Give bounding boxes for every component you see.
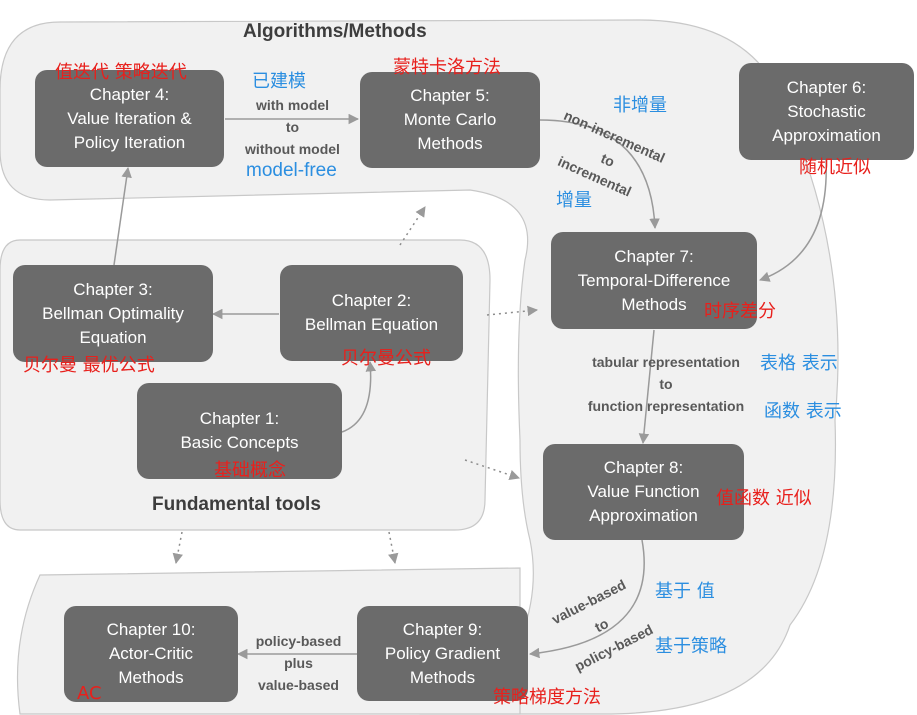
chapter-7-line1: Chapter 7:	[614, 246, 694, 266]
chapter-8-line3: Approximation	[589, 506, 698, 525]
algorithms-methods-title: Algorithms/Methods	[243, 21, 427, 42]
chapter-4-cn-note: 值迭代 策略迭代	[55, 62, 187, 83]
chapter-7-box[interactable]: Chapter 7: Temporal-Difference Methods	[551, 232, 757, 329]
chapter-9-cn-note: 策略梯度方法	[493, 687, 601, 708]
chapter-5-line2: Monte Carlo	[403, 110, 497, 129]
policy-value-edge-cn-bottom: 基于策略	[655, 636, 727, 657]
chapter-2-line2: Bellman Equation	[304, 315, 439, 334]
chapter-4-line3: Policy Iteration	[73, 132, 186, 152]
chapter-6-line3: Approximation	[772, 125, 881, 145]
representation-edge-cn-bottom: 函数 表示	[764, 401, 842, 422]
chapter-2-box[interactable]: Chapter 2: Bellman Equation	[280, 265, 463, 361]
chapter-7-line2: Temporal-Difference	[577, 270, 731, 290]
chapter-3-line3: Equation	[79, 327, 147, 347]
chapter-5-line3: Methods	[417, 134, 483, 153]
chapter-2-cn-note: 贝尔曼公式	[341, 348, 431, 369]
chapter-10-line2: Actor-Critic	[108, 644, 194, 663]
representation-edge-line3: function representation	[587, 398, 745, 414]
chapter-10-cn-note: AC	[77, 683, 102, 704]
chapter-1-cn-note: 基础概念	[214, 460, 286, 481]
chapter-1-line2: Basic Concepts	[180, 433, 299, 452]
model-edge-cn-note: 已建模	[252, 71, 306, 92]
incremental-edge-cn-top: 非增量	[613, 95, 667, 116]
chapter-9-box[interactable]: Chapter 9: Policy Gradient Methods	[357, 606, 528, 701]
chapter-10-box[interactable]: Chapter 10: Actor-Critic Methods	[64, 606, 238, 702]
chapter-8-line2: Value Function	[587, 482, 700, 501]
chapter-7-line3: Methods	[621, 294, 687, 314]
ac-edge-line3: value-based	[258, 677, 339, 693]
chapter-4-box[interactable]: Chapter 4: Value Iteration & Policy Iter…	[35, 70, 224, 167]
model-edge-label: with model to without model	[230, 94, 355, 160]
representation-edge-line1: tabular representation	[592, 354, 740, 370]
ac-edge-line1: policy-based	[255, 633, 342, 649]
model-edge-line1: with model	[255, 97, 330, 113]
chapter-10-line1: Chapter 10:	[106, 620, 196, 639]
model-edge-line2: to	[285, 119, 300, 135]
chapter-6-cn-note: 随机近似	[799, 157, 871, 178]
chapter-6-box[interactable]: Chapter 6: Stochastic Approximation	[739, 63, 914, 160]
chapter-1-box[interactable]: Chapter 1: Basic Concepts	[137, 383, 342, 479]
representation-edge-label: tabular representation to function repre…	[568, 351, 764, 417]
chapter-3-line2: Bellman Optimality	[42, 303, 184, 323]
chapter-3-box[interactable]: Chapter 3: Bellman Optimality Equation	[13, 265, 213, 362]
chapter-9-line2: Policy Gradient	[384, 643, 501, 663]
chapter-4-line2: Value Iteration &	[67, 108, 192, 128]
fundamental-tools-title: Fundamental tools	[152, 494, 321, 515]
chapter-2-line1: Chapter 2:	[331, 291, 412, 310]
chapter-6-line2: Stochastic	[787, 101, 866, 121]
chapter-7-cn-note: 时序差分	[704, 301, 776, 322]
chapter-1-line1: Chapter 1:	[199, 409, 280, 428]
chapter-3-cn-note: 贝尔曼 最优公式	[23, 355, 155, 376]
chapter-5-box[interactable]: Chapter 5: Monte Carlo Methods	[360, 72, 540, 168]
chapter-8-cn-note: 值函数 近似	[716, 488, 812, 509]
ac-edge-label: policy-based plus value-based	[243, 630, 354, 696]
chapter-9-line3: Methods	[409, 667, 476, 687]
chapter-8-box[interactable]: Chapter 8: Value Function Approximation	[543, 444, 744, 540]
model-edge-line3: without model	[245, 141, 340, 157]
model-edge-en-note: model-free	[246, 160, 337, 181]
incremental-edge-cn-bottom: 增量	[556, 190, 592, 211]
representation-edge-cn-top: 表格 表示	[760, 353, 838, 374]
representation-edge-line2: to	[659, 376, 673, 392]
ac-edge-line2: plus	[284, 655, 313, 671]
chapter-10-line3: Methods	[118, 668, 184, 687]
chapter-6-line1: Chapter 6:	[786, 77, 867, 97]
chapter-8-line1: Chapter 8:	[603, 458, 684, 477]
chapter-4-line1: Chapter 4:	[89, 84, 170, 104]
chapter-5-cn-note: 蒙特卡洛方法	[393, 57, 501, 78]
chapter-9-line1: Chapter 9:	[402, 619, 483, 639]
chapter-3-line1: Chapter 3:	[73, 279, 153, 299]
policy-value-edge-cn-top: 基于 值	[655, 581, 715, 602]
chapter-5-line1: Chapter 5:	[410, 86, 490, 105]
